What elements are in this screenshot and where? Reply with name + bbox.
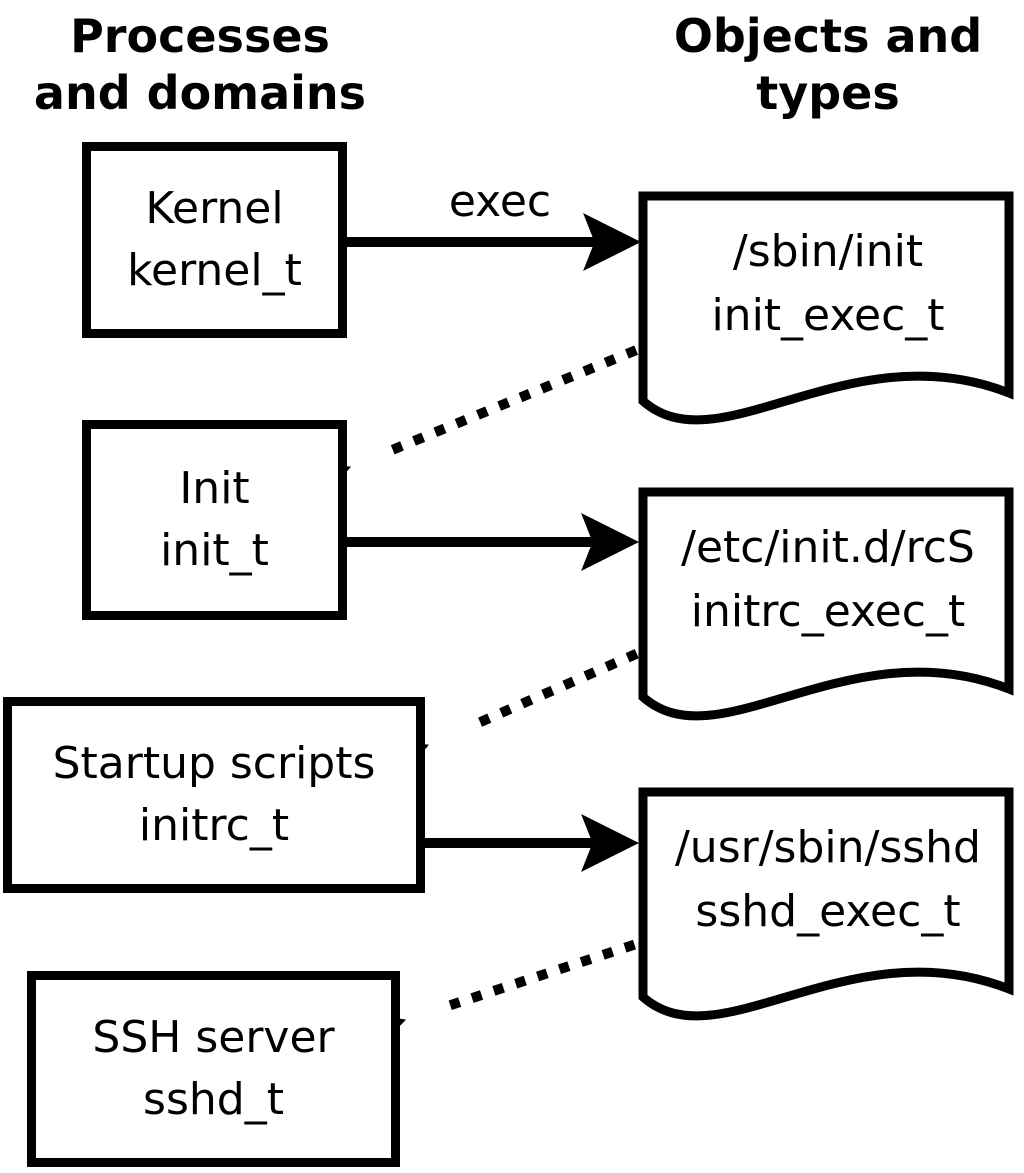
exec-arrowhead-kernel-icon bbox=[583, 212, 642, 272]
object-path: /usr/sbin/sshd bbox=[674, 822, 981, 873]
process-domain: initrc_t bbox=[138, 800, 290, 851]
process-name: Init bbox=[179, 463, 250, 514]
process-name: Startup scripts bbox=[52, 738, 376, 789]
heading-processes-and-domains: Processes and domains bbox=[0, 8, 400, 122]
heading-right-line2: types bbox=[756, 66, 900, 120]
solid-arrows-group bbox=[347, 212, 642, 873]
object-path: /sbin/init bbox=[732, 226, 924, 277]
process-domain: init_t bbox=[160, 525, 269, 576]
object-path: /etc/init.d/rcS bbox=[681, 522, 975, 573]
document-shape-etc-initd-rcs bbox=[638, 487, 1014, 721]
process-box-ssh-server: SSH server sshd_t bbox=[27, 971, 400, 1167]
heading-objects-and-types: Objects and types bbox=[628, 8, 1024, 122]
process-name: Kernel bbox=[145, 183, 284, 234]
process-name: SSH server bbox=[92, 1012, 335, 1063]
document-shape-sbin-init bbox=[638, 191, 1014, 425]
object-doc-etc-initd-rcs: /etc/init.d/rcS initrc_exec_t bbox=[648, 492, 1008, 668]
exec-arrowhead-init-icon bbox=[581, 512, 640, 572]
document-shape-usr-sbin-sshd bbox=[638, 787, 1014, 1021]
process-box-kernel: Kernel kernel_t bbox=[82, 142, 347, 338]
documents-group bbox=[638, 191, 1014, 1021]
heading-right-line1: Objects and bbox=[673, 9, 983, 63]
process-box-startup-scripts: Startup scripts initrc_t bbox=[3, 697, 425, 893]
dotted-arrow-initrc-line bbox=[466, 621, 703, 732]
object-doc-sbin-init: /sbin/init init_exec_t bbox=[648, 196, 1008, 372]
process-box-init: Init init_t bbox=[82, 420, 347, 620]
exec-arrowhead-initrc-icon bbox=[581, 813, 640, 873]
process-domain: sshd_t bbox=[143, 1074, 284, 1125]
exec-arrow-label: exec bbox=[448, 176, 552, 227]
object-type: init_exec_t bbox=[711, 290, 945, 341]
object-type: sshd_exec_t bbox=[695, 886, 961, 937]
object-type: initrc_exec_t bbox=[690, 586, 966, 637]
heading-left-line2: and domains bbox=[33, 66, 367, 120]
dotted-arrows-group bbox=[283, 319, 703, 1068]
process-domain: kernel_t bbox=[127, 245, 302, 296]
object-doc-usr-sbin-sshd: /usr/sbin/sshd sshd_exec_t bbox=[648, 792, 1008, 968]
heading-left-line1: Processes bbox=[70, 9, 330, 63]
